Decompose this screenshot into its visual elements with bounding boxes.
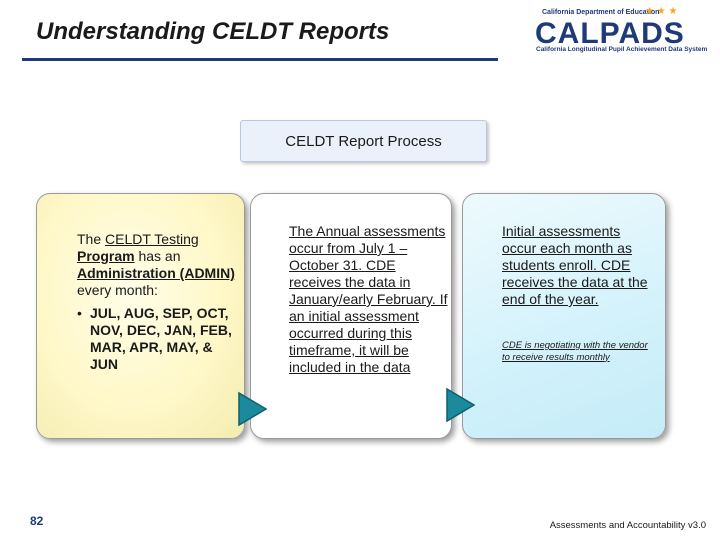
footer-text: Assessments and Accountability v3.0 [549, 520, 706, 531]
play-arrow-icon [446, 387, 476, 423]
slide-title: Understanding CELDT Reports [36, 18, 390, 45]
celdt-testing-link: CELDT Testing [105, 231, 199, 247]
admin-panel-text: The CELDT Testing Program has an Adminis… [77, 231, 237, 373]
annual-panel-text: The Annual assessments occur from July 1… [289, 223, 448, 375]
process-title: CELDT Report Process [285, 132, 442, 150]
administration-text: Administration (ADMIN) [77, 265, 235, 281]
admin-intro: The CELDT Testing Program has an Adminis… [77, 231, 235, 298]
logo-wordmark: CALPADS [535, 17, 685, 50]
months-list: JUL, AUG, SEP, OCT, NOV, DEC, JAN, FEB, … [90, 305, 232, 372]
program-text: Program [77, 248, 135, 264]
annual-panel [250, 193, 452, 439]
months-bullet: • JUL, AUG, SEP, OCT, NOV, DEC, JAN, FEB… [77, 305, 237, 373]
logo-tagline: California Longitudinal Pupil Achievemen… [536, 46, 708, 53]
process-title-box: CELDT Report Process [240, 120, 487, 162]
initial-panel [462, 193, 666, 439]
calpads-logo: California Department of Education ★ ★ ★… [505, 6, 713, 56]
bullet-icon: • [77, 305, 82, 321]
title-underline [22, 58, 498, 61]
play-arrow-icon [238, 391, 268, 427]
admin-panel [36, 193, 245, 439]
initial-panel-text: Initial assessments occur each month as … [502, 223, 648, 307]
initial-panel-note: CDE is negotiating with the vendor to re… [502, 340, 648, 363]
logo-department: California Department of Education [542, 9, 660, 16]
page-number: 82 [30, 514, 44, 528]
logo-stars-icon: ★ ★ ★ [645, 6, 678, 17]
